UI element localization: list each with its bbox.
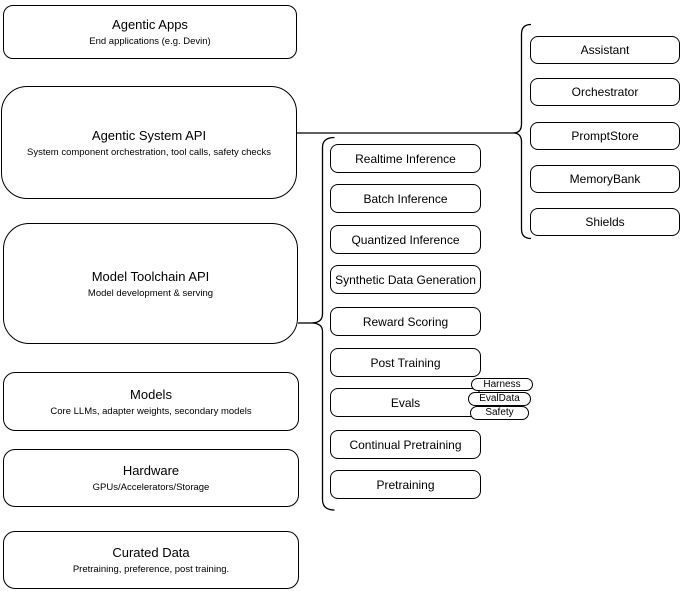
node-subtitle: Model development & serving [87,287,214,299]
tag-evaldata: EvalData [468,392,531,406]
brace-toolchain [311,136,335,511]
node-title: Hardware [122,463,180,478]
node-quantized-inference: Quantized Inference [330,225,481,254]
node-shields: Shields [530,208,680,236]
node-subtitle: End applications (e.g. Devin) [89,36,211,47]
node-models: Models Core LLMs, adapter weights, secon… [3,372,299,431]
node-evals: Evals [330,388,481,417]
node-pretraining: Pretraining [330,470,481,499]
node-batch-inference: Batch Inference [330,184,481,213]
node-reward-scoring: Reward Scoring [330,307,481,336]
node-title: Curated Data [112,545,190,560]
brace-system-components [513,23,532,240]
node-post-training: Post Training [330,348,481,377]
node-title: Models [130,386,172,402]
node-promptstore: PromptStore [530,122,680,150]
node-hardware: Hardware GPUs/Accelerators/Storage [3,449,299,507]
node-subtitle: GPUs/Accelerators/Storage [92,482,210,493]
node-agentic-system-api: Agentic System API System component orch… [1,86,297,199]
node-subtitle: System component orchestration, tool cal… [27,146,271,158]
node-model-toolchain-api: Model Toolchain API Model development & … [3,223,298,344]
node-subtitle: Pretraining, preference, post training. [72,564,230,575]
node-title: Agentic System API [91,127,207,143]
node-agentic-apps: Agentic Apps End applications (e.g. Devi… [3,5,297,59]
tag-harness: Harness [471,378,533,391]
node-orchestrator: Orchestrator [530,78,680,106]
node-realtime-inference: Realtime Inference [330,144,481,173]
node-subtitle: Core LLMs, adapter weights, secondary mo… [50,405,252,417]
node-synthetic-data-generation: Synthetic Data Generation [330,265,481,294]
node-assistant: Assistant [530,36,680,64]
node-continual-pretraining: Continual Pretraining [330,430,481,459]
tag-safety: Safety [470,406,529,420]
node-title: Model Toolchain API [91,268,210,284]
node-curated-data: Curated Data Pretraining, preference, po… [3,531,299,589]
node-memorybank: MemoryBank [530,165,680,193]
node-title: Agentic Apps [112,17,188,32]
